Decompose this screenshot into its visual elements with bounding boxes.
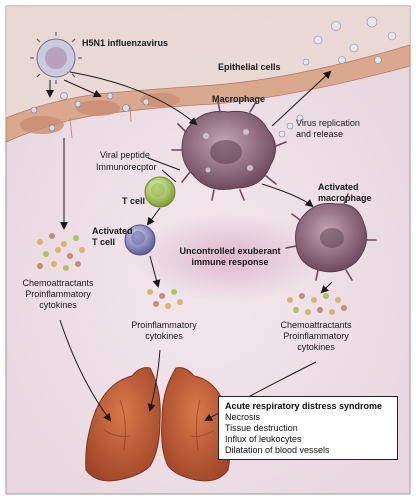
- arrow-virus-to-macrophage: [69, 71, 198, 126]
- ards-title: Acute respiratory distress syndrome: [225, 401, 383, 411]
- released-virions: [278, 16, 397, 138]
- pointer-viral-peptide: [147, 157, 181, 171]
- arrow-macrophage-activated: [261, 183, 314, 208]
- label-virus: H5N1 influenzavirus: [82, 38, 169, 48]
- ards-item-dilatation: Dilatation of blood vessels: [225, 445, 330, 455]
- label-proinflammatory-middle: Proinflammatory cytokines: [131, 320, 197, 341]
- cytokines-middle: [147, 289, 183, 309]
- arrow-release: [271, 70, 332, 127]
- label-macrophage: Macrophage: [212, 94, 266, 104]
- label-viral-peptide: Viral peptide: [100, 150, 150, 160]
- lungs: [85, 367, 232, 482]
- ards-item-tissue-destruction: Tissue destruction: [225, 423, 298, 433]
- label-activated-t-cell: Activated T cell: [92, 226, 133, 247]
- arrow-middle-to-lungs: [147, 349, 161, 412]
- label-chemo-left: Chemoattractants Proinflammatory cytokin…: [22, 278, 94, 310]
- macrophage: [171, 101, 287, 201]
- label-t-cell: T cell: [122, 196, 146, 206]
- cytokines-right: [287, 293, 347, 315]
- label-activated-macrophage: Activated macrophage: [318, 182, 372, 203]
- arrow-tcell-activated: [146, 207, 161, 226]
- arrow-virus-to-epithelium: [63, 79, 102, 98]
- label-uncontrolled-response: Uncontrolled exuberant immune response: [179, 246, 281, 267]
- activated-t-cell: [124, 224, 156, 256]
- arrow-activated-macrophage-cytokines: [320, 281, 333, 294]
- label-epithelial-cells: Epithelial cells: [218, 62, 281, 72]
- label-immunoreceptor: Immunorecptor: [96, 162, 157, 172]
- activated-macrophage: [285, 193, 377, 281]
- inflammation-glow: [133, 213, 323, 303]
- t-cell: [144, 176, 176, 208]
- arrow-activated-tcell-cytokines: [149, 255, 161, 288]
- label-virus-replication: Virus replication and release: [296, 118, 360, 139]
- arrow-left-to-lungs: [59, 319, 112, 422]
- cytokines-left: [37, 233, 85, 271]
- ards-item-influx: Influx of leukocytes: [225, 434, 302, 444]
- pointer-immunoreceptor: [161, 169, 177, 183]
- h5n1-virus: [30, 32, 82, 84]
- ards-box: Acute respiratory distress syndrome Necr…: [218, 396, 398, 460]
- ards-item-necrosis: Necrosis: [225, 412, 261, 422]
- label-chemo-right: Chemoattractants Proinflammatory cytokin…: [280, 320, 352, 352]
- virions: [30, 92, 150, 132]
